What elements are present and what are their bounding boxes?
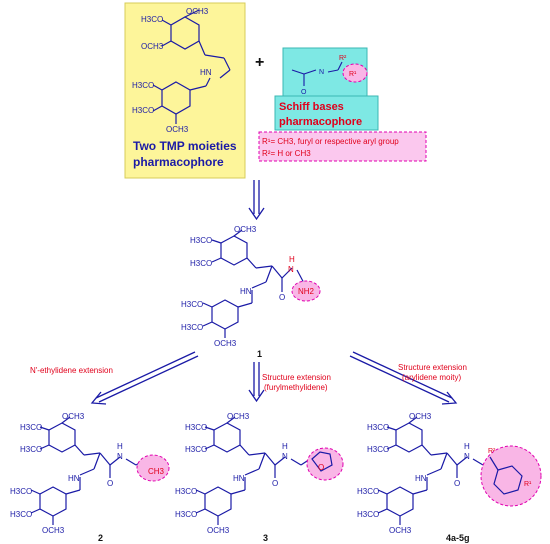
p3-furan-o: O xyxy=(318,463,324,472)
p2-n: N xyxy=(117,452,123,461)
p4-h3co-3: H3CO xyxy=(357,487,379,496)
schiff-caption-line1: Schiff bases xyxy=(279,101,344,113)
tmp-h3co-upper: H3CO xyxy=(141,15,163,24)
product3-label: 3 xyxy=(263,533,268,543)
p2-h3co-1: H3CO xyxy=(20,423,42,432)
p3-h: H xyxy=(282,442,288,451)
p3-hn: HN xyxy=(233,474,245,483)
product4-label: 4a-5g xyxy=(446,533,470,543)
p2-h3co-2: H3CO xyxy=(20,445,42,454)
p4-h3co-2: H3CO xyxy=(367,445,389,454)
p4-och3-top: OCH3 xyxy=(409,412,432,421)
center-down-arrow xyxy=(248,180,265,221)
p2-ch3: CH3 xyxy=(148,467,165,476)
p4-h: H xyxy=(464,442,470,451)
c1-h3co-2: H3CO xyxy=(190,259,212,268)
c1-och3-bottom: OCH3 xyxy=(214,339,237,348)
product2-ch3-circle xyxy=(136,454,170,482)
product3-structure xyxy=(195,416,311,525)
p4-och3-bottom: OCH3 xyxy=(389,526,412,535)
c1-hn: HN xyxy=(240,287,252,296)
p3-och3-bottom: OCH3 xyxy=(207,526,230,535)
product4-structure xyxy=(377,416,491,525)
branch-middle-label-2: (furylmethylidene) xyxy=(264,383,328,392)
tmp-caption-line2: pharmacophore xyxy=(133,155,224,169)
product2-label: 2 xyxy=(98,533,103,543)
schiff-caption-box xyxy=(274,95,379,131)
c1-h3co-4: H3CO xyxy=(181,323,203,332)
product2-structure xyxy=(30,416,157,525)
p2-o: O xyxy=(107,479,113,488)
p3-h3co-3: H3CO xyxy=(175,487,197,496)
schiff-n: N xyxy=(319,69,324,76)
p2-och3-bottom: OCH3 xyxy=(42,526,65,535)
c1-n: N xyxy=(288,265,294,274)
p4-h3co-4: H3CO xyxy=(357,510,379,519)
tmp-och3-top: OCH3 xyxy=(186,7,209,16)
p4-hn: HN xyxy=(415,474,427,483)
c1-h: H xyxy=(289,255,295,264)
tmp-h3co-lower2: H3CO xyxy=(132,106,154,115)
schiff-note-box xyxy=(258,131,427,162)
compound1-structure xyxy=(202,229,306,338)
branch-left-label: N'-ethylidene extension xyxy=(30,366,113,375)
c1-h3co-1: H3CO xyxy=(190,236,212,245)
compound1-label: 1 xyxy=(257,349,262,359)
schiff-o: O xyxy=(301,89,307,96)
p4-r2: R² xyxy=(488,448,496,455)
product4-aryl-circle xyxy=(480,445,542,507)
p4-r1: R¹ xyxy=(524,481,532,488)
compound1-nh2-circle xyxy=(291,280,321,302)
schiff-note-line2: R²= H or CH3 xyxy=(262,149,311,158)
p3-h3co-1: H3CO xyxy=(185,423,207,432)
p2-och3-top: OCH3 xyxy=(62,412,85,421)
c1-och3-top: OCH3 xyxy=(234,225,257,234)
plus-sign: + xyxy=(255,54,264,71)
branch-arrow-middle xyxy=(248,362,265,403)
branch-right-label-2: (arylidene moity) xyxy=(402,373,461,382)
schiff-r1: R¹ xyxy=(349,71,357,78)
c1-h3co-3: H3CO xyxy=(181,300,203,309)
p4-n: N xyxy=(464,452,470,461)
p3-h3co-2: H3CO xyxy=(185,445,207,454)
schiff-r2: R² xyxy=(339,55,347,62)
schiff-r1-circle xyxy=(342,63,368,83)
branch-arrow-right xyxy=(349,351,458,405)
schiff-structure xyxy=(291,61,343,86)
p3-o: O xyxy=(272,479,278,488)
tmp-structure xyxy=(152,9,231,124)
branch-right-label-1: Structure extension xyxy=(398,363,467,372)
tmp-hn: HN xyxy=(200,68,212,77)
c1-o: O xyxy=(279,293,285,302)
p3-och3-top: OCH3 xyxy=(227,412,250,421)
tmp-och3-upper: OCH3 xyxy=(141,42,164,51)
product4-aryl-ring xyxy=(489,456,523,495)
p2-h3co-3: H3CO xyxy=(10,487,32,496)
p2-h3co-4: H3CO xyxy=(10,510,32,519)
c1-nh2: NH2 xyxy=(298,287,315,296)
tmp-yellow-box xyxy=(124,2,246,179)
product3-furan-ring xyxy=(311,451,333,472)
branch-arrow-left xyxy=(90,351,199,405)
tmp-och3-lower: OCH3 xyxy=(166,125,189,134)
p3-n: N xyxy=(282,452,288,461)
p4-h3co-1: H3CO xyxy=(367,423,389,432)
tmp-h3co-lower1: H3CO xyxy=(132,81,154,90)
tmp-caption-line1: Two TMP moieties xyxy=(133,139,237,153)
p3-h3co-4: H3CO xyxy=(175,510,197,519)
schiff-note-line1: R¹= CH3, furyl or respective aryl group xyxy=(262,137,399,146)
p4-o: O xyxy=(454,479,460,488)
p2-h: H xyxy=(117,442,123,451)
schiff-caption-line2: pharmacophore xyxy=(279,116,362,128)
p2-hn: HN xyxy=(68,474,80,483)
branch-middle-label-1: Structure extension xyxy=(262,373,331,382)
